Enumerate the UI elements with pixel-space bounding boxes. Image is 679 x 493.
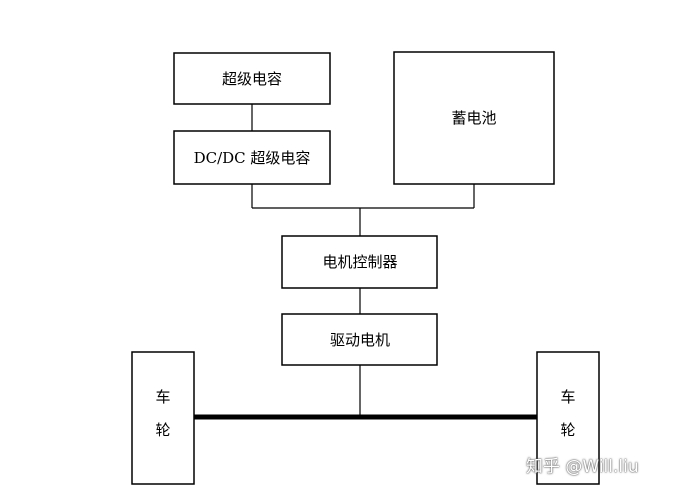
motor-label: 驱动电机 <box>330 331 390 349</box>
supercap-label: 超级电容 <box>222 70 282 88</box>
connectors <box>251 104 475 417</box>
wheel-label-line: 车 <box>155 388 170 406</box>
dcdc-label: DC/DC 超级电容 <box>194 149 311 167</box>
motor-block <box>281 313 438 366</box>
supercap-block <box>173 52 331 105</box>
dcdc-block <box>173 130 331 185</box>
controller-label: 电机控制器 <box>322 253 397 271</box>
wheel-label-line: 车 <box>560 388 575 406</box>
wheel-label-line: 轮 <box>155 421 170 439</box>
battery-label: 蓄电池 <box>451 109 496 127</box>
wheel-left-block <box>131 351 195 485</box>
wheel-label-line: 轮 <box>560 421 575 439</box>
battery-block <box>393 51 555 185</box>
wheel-right-label: 车轮 <box>560 388 575 439</box>
wheel-left-label: 车轮 <box>155 388 170 439</box>
watermark: 知乎 @Will.liu <box>526 457 639 477</box>
wheel-right-block <box>536 351 600 485</box>
controller-block <box>281 235 438 289</box>
